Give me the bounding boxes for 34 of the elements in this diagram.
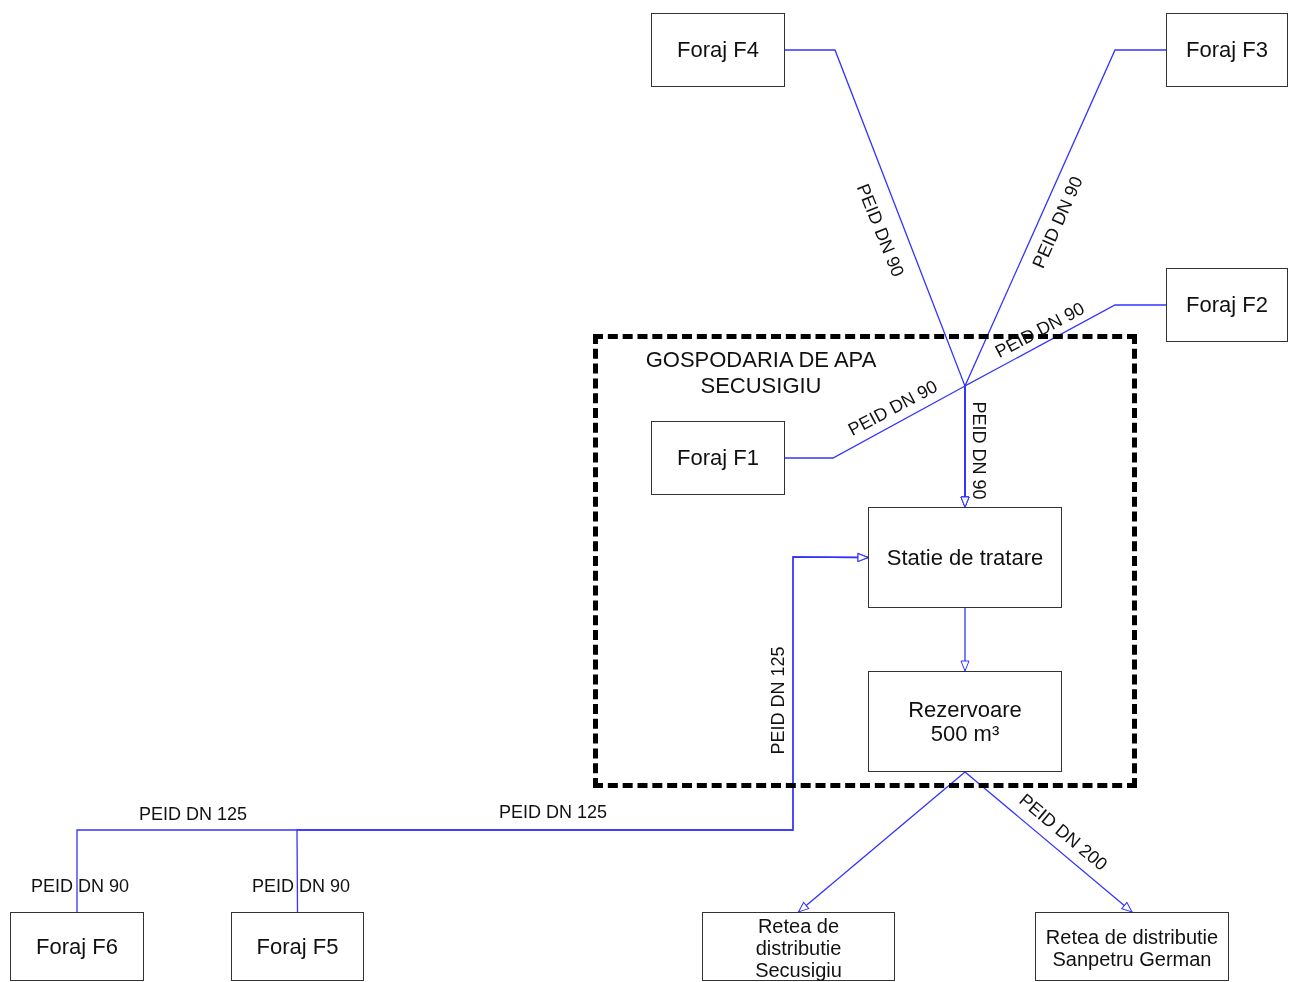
pipe-label: PEID DN 125 bbox=[139, 803, 248, 825]
process-box bbox=[231, 912, 364, 981]
process-box bbox=[1035, 912, 1229, 981]
box-label: Retea de distributie Secusigiu bbox=[754, 913, 843, 981]
box-label: Foraj F1 bbox=[677, 446, 759, 470]
pipe-arrow bbox=[960, 607, 970, 672]
process-box bbox=[651, 421, 785, 495]
box-label: Foraj F2 bbox=[1186, 293, 1268, 317]
box-label: Foraj F4 bbox=[677, 38, 759, 62]
edge-label: PEID DN 90 bbox=[991, 297, 1089, 363]
process-box bbox=[1166, 268, 1288, 342]
box-label: Rezervoare 500 m³ bbox=[907, 697, 1023, 746]
pipe-arrow bbox=[964, 771, 1133, 913]
process-box bbox=[868, 671, 1062, 772]
box-label: Foraj F3 bbox=[1186, 38, 1268, 62]
edge-label: PEID DN 90 bbox=[851, 180, 909, 280]
box-label: Statie de tratare bbox=[886, 545, 1044, 570]
edge-label: PEID DN 90 bbox=[252, 875, 351, 897]
pipe-label: PEID DN 125 bbox=[767, 646, 789, 754]
process-box bbox=[1166, 13, 1288, 87]
pipe-arrow bbox=[296, 552, 869, 913]
edge-label: PEID DN 90 bbox=[31, 875, 130, 897]
process-box bbox=[868, 507, 1062, 608]
process-box bbox=[651, 13, 785, 87]
pipe-arrow bbox=[797, 771, 966, 913]
edge-label: PEID DN 90 bbox=[1028, 172, 1088, 272]
process-box bbox=[10, 912, 144, 981]
pipe-label: PEID DN 90 bbox=[967, 401, 989, 499]
process-box bbox=[702, 912, 895, 981]
box-label: Retea de distributie Sanpetru German bbox=[1044, 924, 1220, 970]
box-label: Foraj F5 bbox=[256, 934, 339, 959]
box-label: Foraj F6 bbox=[36, 934, 118, 959]
pipe-arrow bbox=[784, 384, 970, 508]
pipe-label: PEID DN 125 bbox=[499, 801, 608, 823]
